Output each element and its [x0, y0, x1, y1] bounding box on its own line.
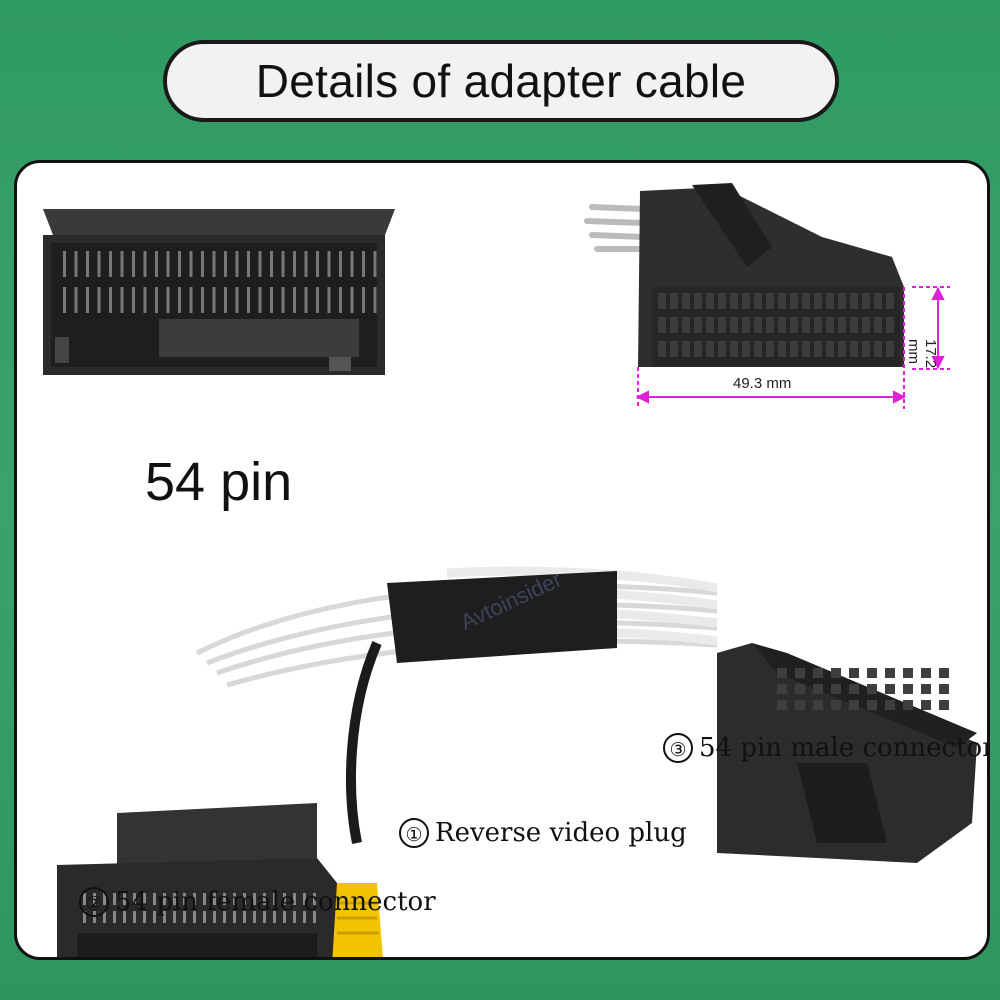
page-title: Details of adapter cable	[255, 55, 747, 107]
callout-number-2: ②	[79, 887, 109, 917]
female-connector-front-image	[43, 209, 395, 375]
callout-reverse-video-plug: ① Reverse video plug	[399, 818, 687, 848]
product-panel: 49.3 mm 17.2 mm 54 pin	[14, 160, 990, 960]
callout-text-3: 54 pin male connector	[699, 733, 990, 763]
callout-female-connector: ② 54 pin female connector	[79, 887, 436, 917]
callout-number-3: ③	[663, 733, 693, 763]
callout-text-1: Reverse video plug	[435, 818, 687, 848]
width-dimension-label: 49.3 mm	[733, 375, 792, 392]
height-dimension-label: 17.2 mm	[905, 339, 939, 369]
callout-number-1: ①	[399, 818, 429, 848]
adapter-cable-image	[57, 566, 977, 957]
callout-male-connector: ③ 54 pin male connector	[663, 733, 990, 763]
pin-count-label: 54 pin	[145, 452, 293, 512]
title-banner: Details of adapter cable	[163, 40, 839, 122]
male-connector-top-image	[584, 183, 950, 409]
callout-text-2: 54 pin female connector	[115, 887, 436, 917]
